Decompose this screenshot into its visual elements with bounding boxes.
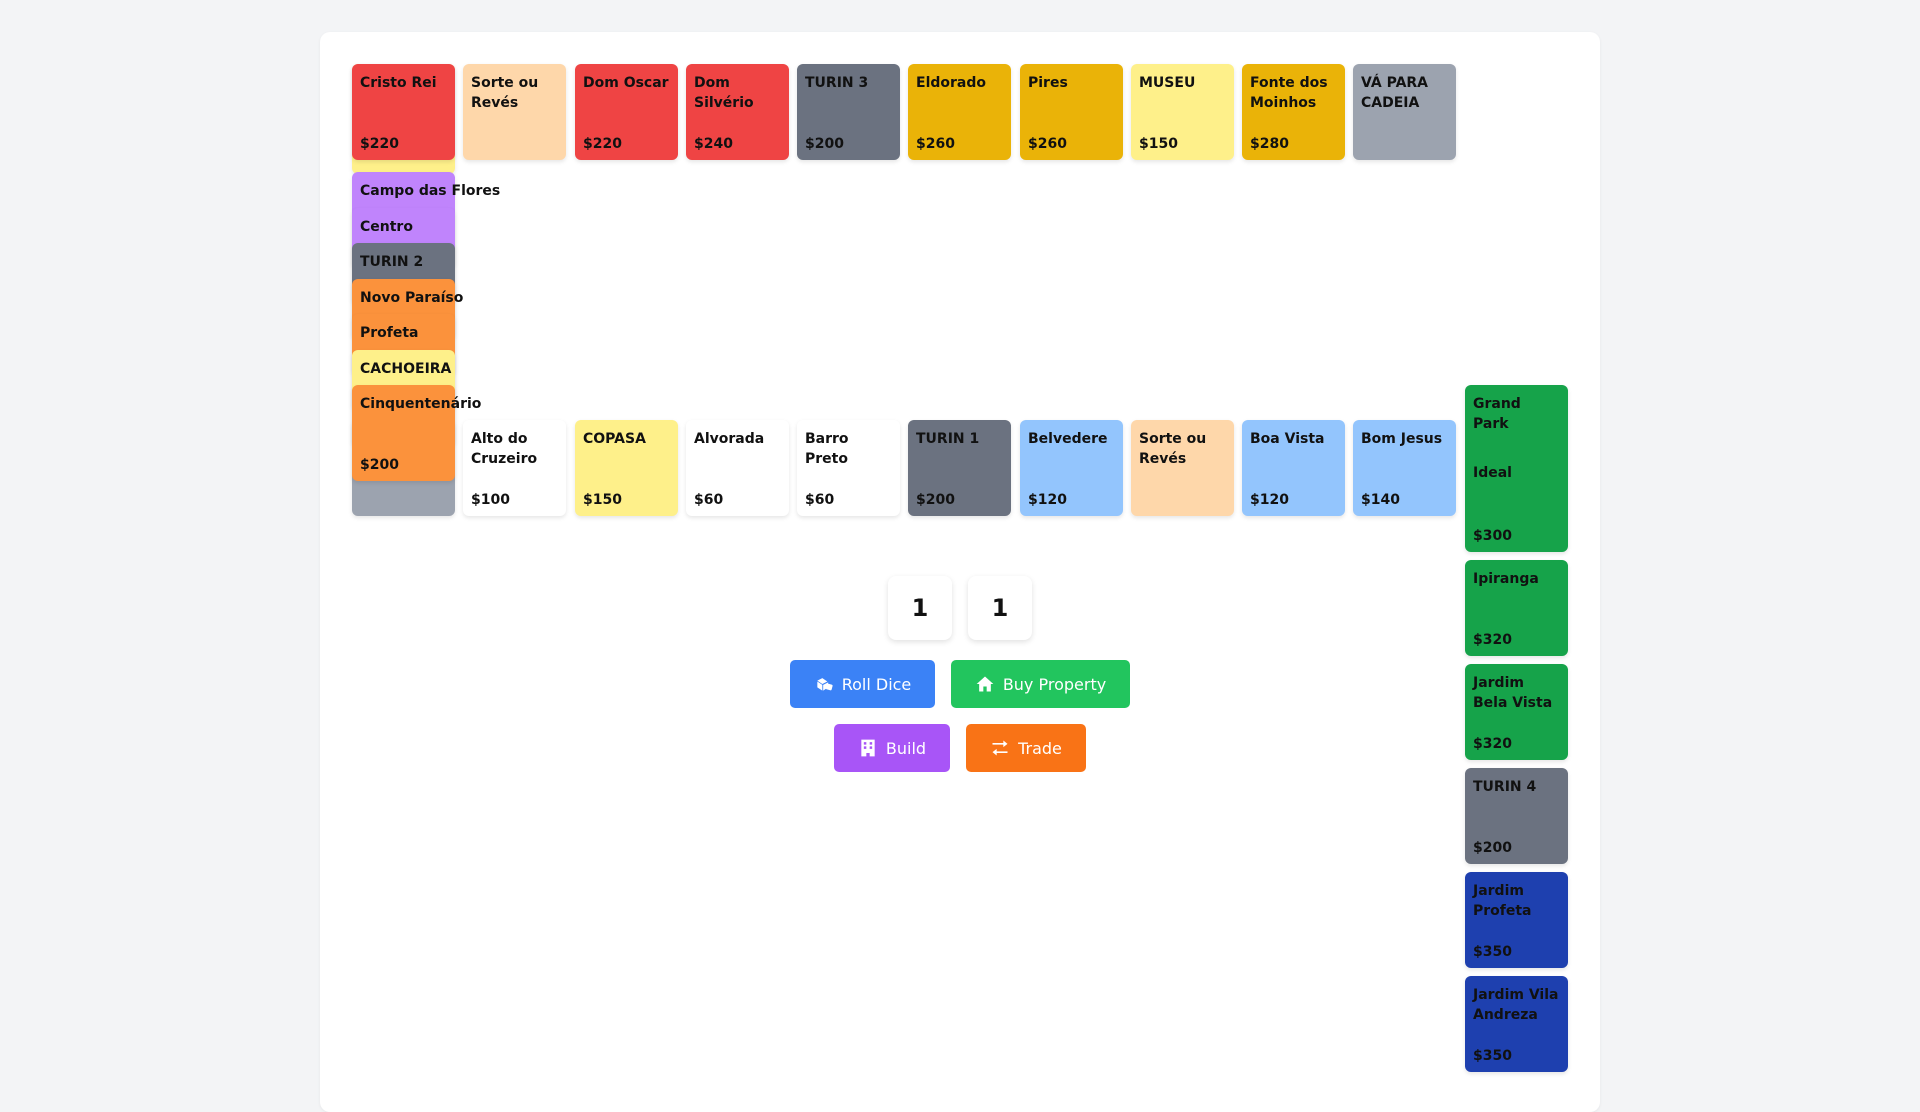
buy-property-button[interactable]: Buy Property (951, 660, 1130, 708)
space-name: VÁ PARA CADEIA (1361, 75, 1429, 111)
die-2: 1 (968, 576, 1032, 640)
space-price: $240 (694, 136, 733, 152)
space-name: COPASA (583, 431, 646, 447)
space-name: Dom Oscar (583, 75, 669, 91)
space-name: Alto do Cruzeiro (471, 431, 538, 467)
space-name: Profeta (360, 325, 419, 341)
space-name: Centro (360, 219, 413, 235)
board-space-turin-1[interactable]: TURIN 1 $200 (908, 420, 1011, 516)
board-space-grand-park[interactable]: Grand Park Ideal $300 (1465, 385, 1568, 552)
board-space-pires[interactable]: Pires $260 (1020, 64, 1123, 160)
space-name: Sorte ou Revés (1139, 431, 1207, 467)
board-space-cinquentenario[interactable]: Cinquentenário $200 (352, 385, 482, 481)
space-price: $200 (1473, 840, 1512, 856)
space-name: TURIN 1 (916, 431, 980, 447)
build-label: Build (885, 738, 927, 758)
space-price: $280 (1250, 136, 1289, 152)
board-space-dom-oscar[interactable]: Dom Oscar $220 (575, 64, 678, 160)
board-space-jardim-vila-andreza[interactable]: Jardim Vila Andreza $350 (1465, 976, 1568, 1072)
build-button[interactable]: Build (834, 724, 950, 772)
board-space-barro-preto[interactable]: Barro Preto $60 (797, 420, 900, 516)
game-board (320, 32, 1600, 1112)
board-space-dom-silverio[interactable]: Dom Silvério $240 (686, 64, 789, 160)
board-space-alvorada[interactable]: Alvorada $60 (686, 420, 789, 516)
space-name: CACHOEIRA (360, 361, 452, 377)
die-1: 1 (888, 576, 952, 640)
space-name: Jardim Vila Andreza (1473, 987, 1559, 1023)
dice-icon (817, 678, 833, 691)
space-name: Novo Paraíso (360, 290, 464, 306)
space-price: $320 (1473, 736, 1512, 752)
space-price: $320 (1473, 632, 1512, 648)
space-price: $120 (1028, 492, 1067, 508)
board-space-va-para-cadeia[interactable]: VÁ PARA CADEIA (1353, 64, 1456, 160)
buy-property-label: Buy Property (1002, 674, 1107, 694)
space-price: $200 (805, 136, 844, 152)
space-name: Sorte ou Revés (471, 75, 539, 111)
space-price: $220 (583, 136, 622, 152)
space-name: Eldorado (916, 75, 986, 91)
building-icon (861, 739, 875, 757)
board-space-jardim-profeta[interactable]: Jardim Profeta $350 (1465, 872, 1568, 968)
board-space-museu[interactable]: MUSEU $150 (1131, 64, 1234, 160)
space-price: $350 (1473, 1048, 1512, 1064)
board-space-copasa[interactable]: COPASA $150 (575, 420, 678, 516)
space-name: Barro Preto (805, 431, 849, 467)
space-name: Pires (1028, 75, 1068, 91)
arrows-exchange-icon (992, 740, 1008, 756)
board-space-jardim-bela-vista[interactable]: Jardim Bela Vista $320 (1465, 664, 1568, 760)
space-name: Ipiranga (1473, 571, 1539, 587)
board-space-sorte-ou-reves-top[interactable]: Sorte ou Revés (463, 64, 566, 160)
space-name: Bom Jesus (1361, 431, 1443, 447)
space-name: Belvedere (1028, 431, 1108, 447)
space-price: $60 (694, 492, 724, 508)
space-name: Campo das Flores (360, 183, 501, 199)
space-price: $150 (583, 492, 622, 508)
space-name: Jardim Profeta (1473, 883, 1532, 919)
roll-dice-label: Roll Dice (841, 674, 912, 694)
space-name: TURIN 3 (805, 75, 869, 91)
space-name: Jardim Bela Vista (1473, 675, 1553, 711)
space-price: $300 (1473, 528, 1512, 544)
board-space-turin-3[interactable]: TURIN 3 $200 (797, 64, 900, 160)
space-price: $220 (360, 136, 399, 152)
space-name: Alvorada (694, 431, 765, 447)
board-space-bom-jesus[interactable]: Bom Jesus $140 (1353, 420, 1456, 516)
space-price: $60 (805, 492, 835, 508)
space-price: $150 (1139, 136, 1178, 152)
house-icon (976, 676, 994, 692)
space-price: $260 (1028, 136, 1067, 152)
board-space-boa-vista[interactable]: Boa Vista $120 (1242, 420, 1345, 516)
board-space-sorte-ou-reves-bottom[interactable]: Sorte ou Revés (1131, 420, 1234, 516)
space-price: $350 (1473, 944, 1512, 960)
space-name: MUSEU (1139, 75, 1196, 91)
space-name: Fonte dos Moinhos (1250, 75, 1328, 111)
board-space-fonte-dos-moinhos[interactable]: Fonte dos Moinhos $280 (1242, 64, 1345, 160)
space-price: $120 (1250, 492, 1289, 508)
roll-dice-button[interactable]: Roll Dice (790, 660, 935, 708)
space-name: TURIN 4 (1473, 779, 1537, 795)
space-price: $200 (360, 457, 399, 473)
space-name: Cristo Rei (360, 75, 437, 91)
board-space-eldorado[interactable]: Eldorado $260 (908, 64, 1011, 160)
board-space-turin-4[interactable]: TURIN 4 $200 (1465, 768, 1568, 864)
trade-button[interactable]: Trade (966, 724, 1086, 772)
space-name-overlap: Ideal (1473, 465, 1512, 481)
space-name: Dom Silvério (694, 75, 754, 111)
board-space-ipiranga[interactable]: Ipiranga $320 (1465, 560, 1568, 656)
board-space-alto-do-cruzeiro[interactable]: Alto do Cruzeiro $100 (463, 420, 566, 516)
space-price: $100 (471, 492, 510, 508)
space-name: Grand Park (1473, 396, 1521, 432)
board-space-cristo-rei[interactable]: Cristo Rei $220 (352, 64, 455, 160)
trade-label: Trade (1018, 738, 1062, 758)
space-name: Boa Vista (1250, 431, 1325, 447)
space-price: $260 (916, 136, 955, 152)
space-price: $200 (916, 492, 955, 508)
space-name: Cinquentenário (360, 396, 482, 412)
space-name: TURIN 2 (360, 254, 424, 270)
space-price: $140 (1361, 492, 1400, 508)
board-space-belvedere[interactable]: Belvedere $120 (1020, 420, 1123, 516)
